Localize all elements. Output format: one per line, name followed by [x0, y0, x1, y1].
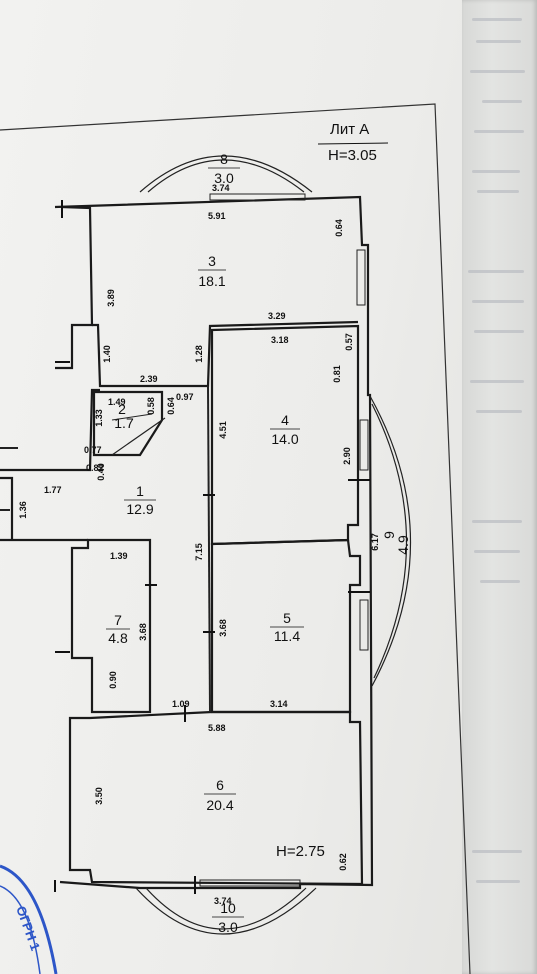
- dim-r4-right-top: 0.57: [344, 333, 354, 351]
- room-10-area: 3.0: [218, 919, 238, 935]
- dim-r2-c: 0.64: [166, 397, 176, 415]
- window-room3-right: [356, 249, 366, 306]
- dim-r1-side: 1.36: [18, 501, 28, 519]
- dim-r2-a: 1.49: [108, 397, 126, 407]
- dim-r6-right: 0.62: [338, 853, 348, 871]
- dim-r7-height: 3.68: [138, 623, 148, 641]
- stamp: ОГРН 1: [0, 864, 58, 974]
- room-9-area: 4.9: [395, 535, 411, 555]
- dim-r10-width: 3.74: [214, 896, 232, 906]
- room-6-walls: [68, 710, 364, 886]
- dim-r6-top: 5.88: [208, 723, 226, 733]
- window-room3: [209, 193, 306, 201]
- room-1-area: 12.9: [126, 501, 153, 517]
- balcony-10-inner: [145, 887, 307, 930]
- dim-r3-bottom-right: 3.29: [268, 311, 286, 321]
- dim-r2-b: 0.58: [146, 397, 156, 415]
- dim-r2-e: 0.40: [96, 463, 106, 481]
- dim-hall-left: 1.40: [102, 345, 112, 363]
- dim-r6-top-left: 1.09: [172, 699, 190, 709]
- room-5-area: 11.4: [274, 628, 300, 644]
- room-1-top-wall: [0, 388, 100, 472]
- drawing-frame: [0, 103, 471, 974]
- dim-r6-left: 3.50: [94, 787, 104, 805]
- room-6-number: 6: [216, 777, 224, 793]
- outer-wall-right: [54, 195, 374, 890]
- dim-r3-top: 5.91: [208, 211, 226, 221]
- wall-hall-rooms: [207, 385, 211, 713]
- dim-r2-top: 2.39: [140, 374, 158, 384]
- wall-room3-bottom: [92, 320, 359, 388]
- dim-r2-left: 1.33: [94, 409, 104, 427]
- loggia-9-inner: [371, 403, 408, 679]
- room-8-area: 3.0: [214, 170, 234, 186]
- room-3-number: 3: [208, 253, 216, 269]
- dim-r1-height: 7.15: [194, 543, 204, 561]
- room-4-number: 4: [281, 412, 289, 428]
- dim-r3-left: 3.89: [106, 289, 116, 307]
- dim-r2-bottom: 0.77: [84, 445, 102, 455]
- room-2-number: 2: [118, 401, 126, 417]
- dim-r7-top: 1.39: [110, 551, 128, 561]
- room-2-area: 1.7: [114, 415, 134, 431]
- dim-r8-width: 3.74: [212, 183, 230, 193]
- dim-r5-left: 3.68: [218, 619, 228, 637]
- room-5-number: 5: [283, 610, 291, 626]
- outer-wall-left-upper: [55, 205, 94, 370]
- dim-r4-top: 3.18: [271, 335, 289, 345]
- room-1-left-stub: [0, 476, 14, 540]
- dim-hall-inner: 1.28: [194, 345, 204, 363]
- balcony-8-inner: [147, 159, 305, 193]
- room-7-number: 7: [114, 612, 122, 628]
- level-note: H=2.75: [276, 843, 325, 860]
- background-document-page: [462, 0, 537, 974]
- room-7-area: 4.8: [108, 630, 128, 646]
- dim-r5-bottom: 3.14: [270, 699, 288, 709]
- dim-r4-right-b: 2.90: [342, 447, 352, 465]
- loggia-9-outline: [369, 395, 412, 687]
- room-7-walls: [70, 538, 152, 714]
- dim-r2-f: 0.82: [86, 463, 104, 473]
- room-9-number: 9: [381, 531, 397, 539]
- balcony-10-outline: [135, 887, 317, 935]
- window-room5: [359, 599, 369, 651]
- room-1-number: 1: [136, 483, 144, 499]
- room-5-walls: [210, 538, 362, 714]
- sheet-height: H=3.05: [328, 147, 377, 164]
- sheet-title: Лит А: [330, 121, 369, 138]
- dim-r7-door: 0.90: [108, 671, 118, 689]
- dim-r9-width: 6.17: [370, 533, 380, 551]
- room-2-door: [111, 417, 166, 456]
- dim-r3-right-top: 0.64: [334, 219, 344, 237]
- dim-r2-d: 0.97: [176, 392, 194, 402]
- window-room4: [359, 419, 369, 471]
- room-3-area: 18.1: [198, 273, 225, 289]
- room-4-area: 14.0: [271, 431, 298, 447]
- dim-r1-left: 1.77: [44, 485, 62, 495]
- room-2-walls: [92, 390, 164, 457]
- dim-r4-right: 0.81: [332, 365, 342, 383]
- room-2-door-swing: [111, 413, 153, 421]
- sheet-title-divider: [317, 142, 389, 145]
- balcony-8-outline: [139, 155, 313, 193]
- dim-r4-left: 4.51: [218, 421, 228, 439]
- room-10-number: 10: [220, 900, 236, 916]
- room-6-area: 20.4: [206, 797, 233, 813]
- room-8-number: 8: [220, 151, 228, 167]
